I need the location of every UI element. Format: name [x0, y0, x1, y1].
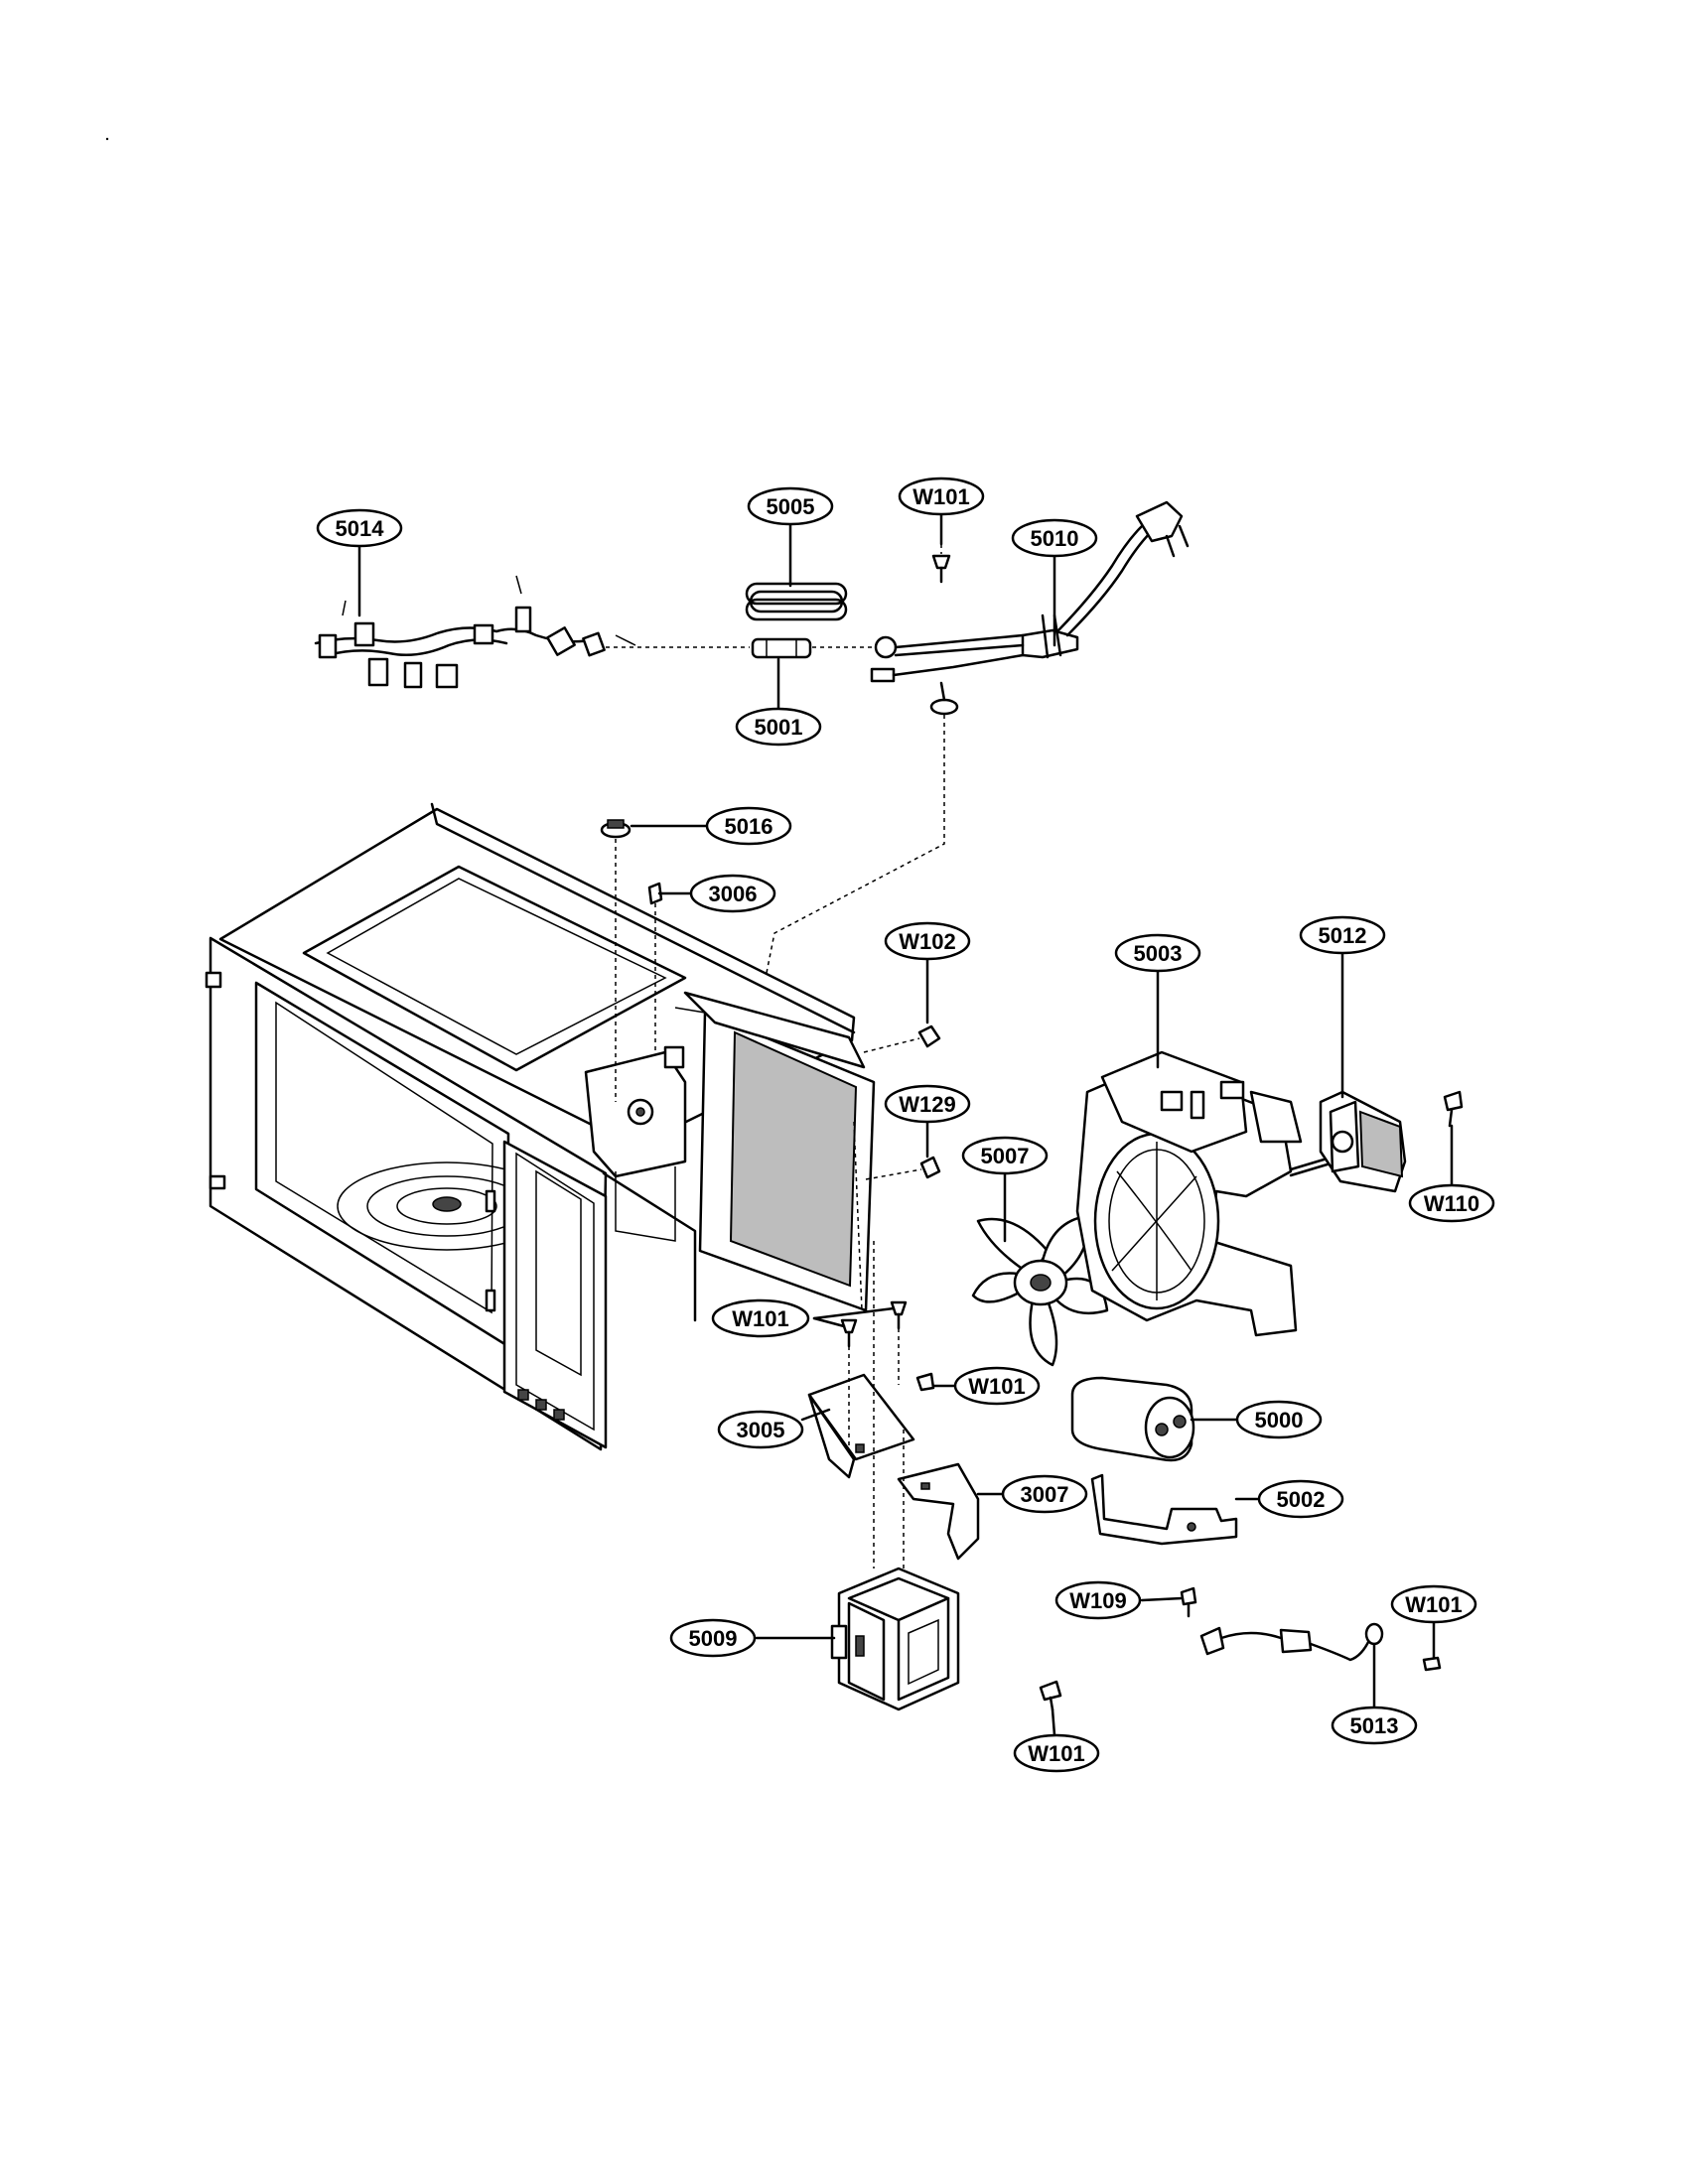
- screw-w109: [1180, 1586, 1197, 1618]
- callout-label: 5014: [336, 516, 385, 541]
- callout-5000: 5000: [1235, 1400, 1323, 1439]
- wire-harness-part: [314, 575, 636, 689]
- callout-label: 5003: [1134, 941, 1183, 966]
- screw-w101-top: [931, 536, 951, 584]
- filter-loops-part: [745, 582, 848, 621]
- callout-label: W101: [968, 1374, 1025, 1399]
- air-duct-part: [1075, 1050, 1303, 1337]
- callout-label: W129: [899, 1092, 955, 1117]
- callout-w101-bottom: W101: [1013, 1733, 1100, 1773]
- callout-label: 5007: [981, 1144, 1030, 1168]
- callout-w101-right: W101: [1390, 1584, 1477, 1624]
- thermostat-part: [600, 819, 632, 1102]
- bracket-3005-part: [807, 1373, 915, 1479]
- screw-w101-bottom: [1039, 1680, 1062, 1711]
- screw-w101-mid-b: [890, 1300, 908, 1330]
- scan-speck: [105, 137, 109, 141]
- callout-w101-top: W101: [898, 477, 985, 516]
- callout-w101-mid-right: W101: [953, 1366, 1041, 1406]
- power-cord-part: [870, 500, 1190, 716]
- callout-label: W110: [1424, 1191, 1479, 1216]
- sensor-5013-part: [1199, 1622, 1384, 1662]
- callout-label: 5009: [689, 1626, 738, 1651]
- screw-w101-mid-c: [915, 1372, 935, 1392]
- cavity-chassis-part: [205, 802, 876, 1451]
- callout-label: 5001: [755, 715, 803, 740]
- callout-w101-mid-left: W101: [711, 1298, 810, 1338]
- leader-lines: [357, 512, 1454, 1737]
- callout-label: 3006: [709, 882, 758, 906]
- callout-label: 5002: [1277, 1487, 1326, 1512]
- callout-3007: 3007: [1001, 1474, 1088, 1514]
- screw-w101-right: [1422, 1656, 1442, 1672]
- callout-5002: 5002: [1257, 1479, 1344, 1519]
- callout-label: 5013: [1350, 1713, 1399, 1738]
- callout-label: 5000: [1255, 1408, 1304, 1433]
- callout-5014: 5014: [316, 508, 403, 548]
- callout-5013: 5013: [1331, 1706, 1418, 1745]
- callout-label: 5016: [725, 814, 773, 839]
- fan-motor-part: [1319, 1090, 1407, 1193]
- callout-w102: W102: [884, 921, 971, 961]
- callout-5009: 5009: [669, 1618, 757, 1658]
- clip-3006-part: [647, 882, 663, 1052]
- callout-label: 5012: [1319, 923, 1367, 948]
- callout-5016: 5016: [705, 806, 792, 846]
- callout-label: 5010: [1031, 526, 1079, 551]
- callout-w110: W110: [1408, 1183, 1495, 1223]
- callout-label: W101: [912, 484, 969, 509]
- callout-5012: 5012: [1299, 915, 1386, 955]
- screw-w110: [1443, 1090, 1464, 1128]
- callout-3005: 3005: [717, 1410, 804, 1449]
- screw-w101-mid-a: [840, 1318, 858, 1348]
- callout-label: W101: [732, 1306, 788, 1331]
- callout-w109: W109: [1054, 1580, 1142, 1620]
- callout-5005: 5005: [747, 486, 834, 526]
- callout-label: W101: [1405, 1592, 1462, 1617]
- callout-label: 3007: [1021, 1482, 1069, 1507]
- callout-label: W101: [1028, 1741, 1084, 1766]
- callout-label: 5005: [767, 494, 815, 519]
- callout-label: 3005: [737, 1418, 785, 1442]
- screw-w102: [863, 1024, 941, 1053]
- callout-5007: 5007: [961, 1136, 1049, 1175]
- bracket-3007-part: [897, 1462, 980, 1561]
- capacitor-bracket-part: [1090, 1473, 1238, 1546]
- fan-blade-part: [971, 1214, 1109, 1367]
- callout-label: W102: [899, 929, 955, 954]
- callout-3006: 3006: [689, 874, 776, 913]
- magnetron-part: [830, 1567, 960, 1711]
- screw-w129: [865, 1156, 941, 1180]
- callout-5010: 5010: [1011, 518, 1098, 558]
- callout-w129: W129: [884, 1084, 971, 1124]
- fuse-part: [751, 637, 812, 659]
- callout-5001: 5001: [735, 707, 822, 747]
- capacitor-part: [1070, 1376, 1195, 1462]
- callout-label: W109: [1069, 1588, 1126, 1613]
- callout-5003: 5003: [1114, 933, 1201, 973]
